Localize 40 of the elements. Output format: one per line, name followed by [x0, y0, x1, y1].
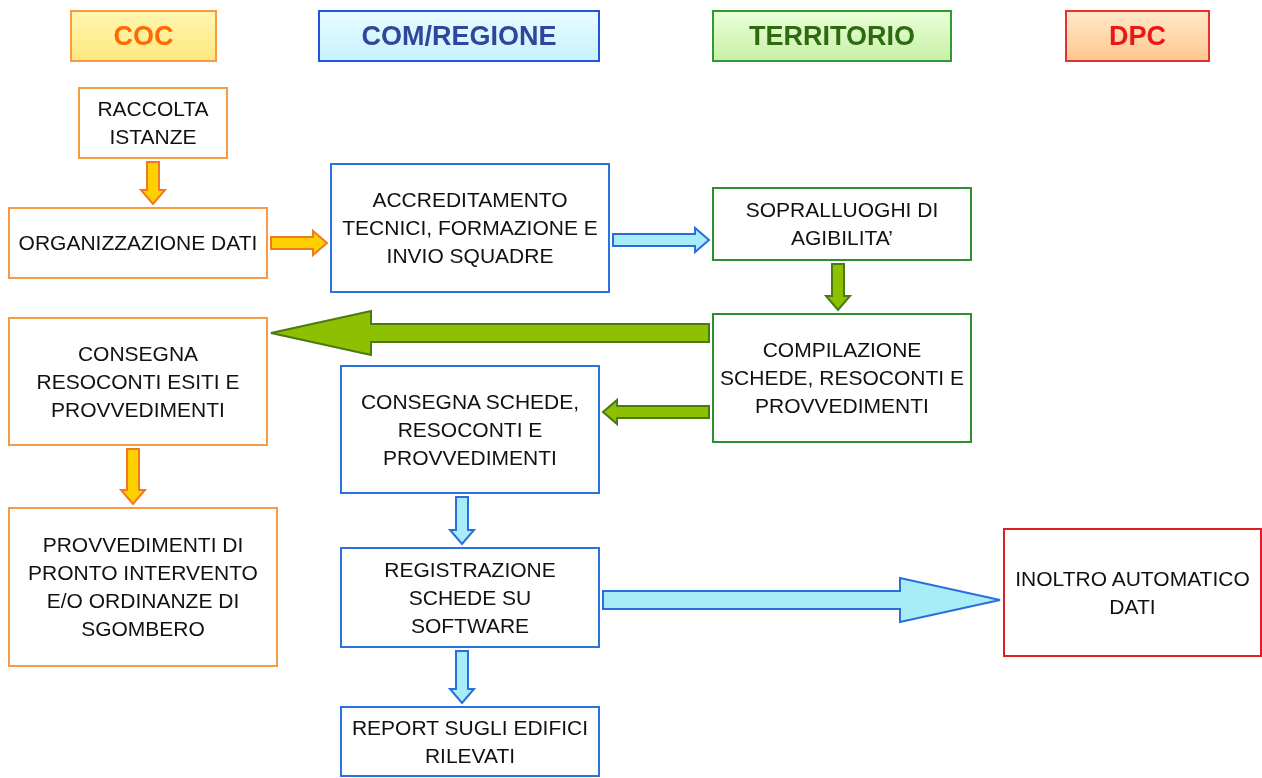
block-arrow: [270, 228, 329, 258]
process-box: [330, 163, 610, 293]
column-header: [712, 10, 952, 62]
block-arrow: [270, 309, 710, 357]
block-arrow: [602, 576, 1001, 624]
block-arrow: [601, 397, 710, 427]
header-label: COM/REGIONE: [360, 21, 558, 51]
box-label: RACCOLTA ISTANZE: [96, 96, 210, 150]
box-label: ORGANIZZAZIONE DATI: [17, 230, 259, 256]
block-arrow: [447, 496, 477, 546]
process-box: [1003, 528, 1262, 657]
process-box: [712, 313, 972, 443]
box-label: COMPILAZIONE SCHEDE, RESOCONTI E PROVVEDIMENTI: [719, 337, 965, 419]
box-label: REGISTRAZIONE SCHEDE SU SOFTWARE: [383, 556, 557, 639]
column-header: [70, 10, 217, 62]
process-box: [340, 706, 600, 777]
block-arrow: [118, 448, 148, 506]
process-box: [712, 187, 972, 261]
block-arrow: [612, 225, 711, 255]
process-box: [8, 207, 268, 279]
box-label: PROVVEDIMENTI DI PRONTO INTERVENTO E/O ORDINANZE DI SGOMBERO: [27, 532, 259, 642]
box-label: CONSEGNA SCHEDE, RESOCONTI E PROVVEDIMENTI: [359, 388, 581, 471]
block-arrow: [447, 650, 477, 705]
process-box: [340, 547, 600, 648]
box-label: CONSEGNA RESOCONTI ESITI E PROVVEDIMENTI: [35, 340, 241, 423]
box-label: ACCREDITAMENTO TECNICI, FORMAZIONE E INVIO SQUADRE: [341, 187, 599, 269]
column-header: [318, 10, 600, 62]
column-header: [1065, 10, 1210, 62]
process-box: [8, 317, 268, 446]
box-label: SOPRALLUOGHI DI AGIBILITA’: [744, 197, 940, 251]
header-label: TERRITORIO: [748, 21, 916, 51]
process-box: [8, 507, 278, 667]
header-label: DPC: [1108, 21, 1167, 51]
block-arrow: [138, 161, 168, 206]
process-box: [78, 87, 228, 159]
header-label: COC: [112, 21, 175, 51]
box-label: REPORT SUGLI EDIFICI RILEVATI: [350, 714, 590, 769]
box-label: INOLTRO AUTOMATICO DATI: [1014, 565, 1251, 620]
process-box: [340, 365, 600, 494]
block-arrow: [823, 263, 853, 312]
